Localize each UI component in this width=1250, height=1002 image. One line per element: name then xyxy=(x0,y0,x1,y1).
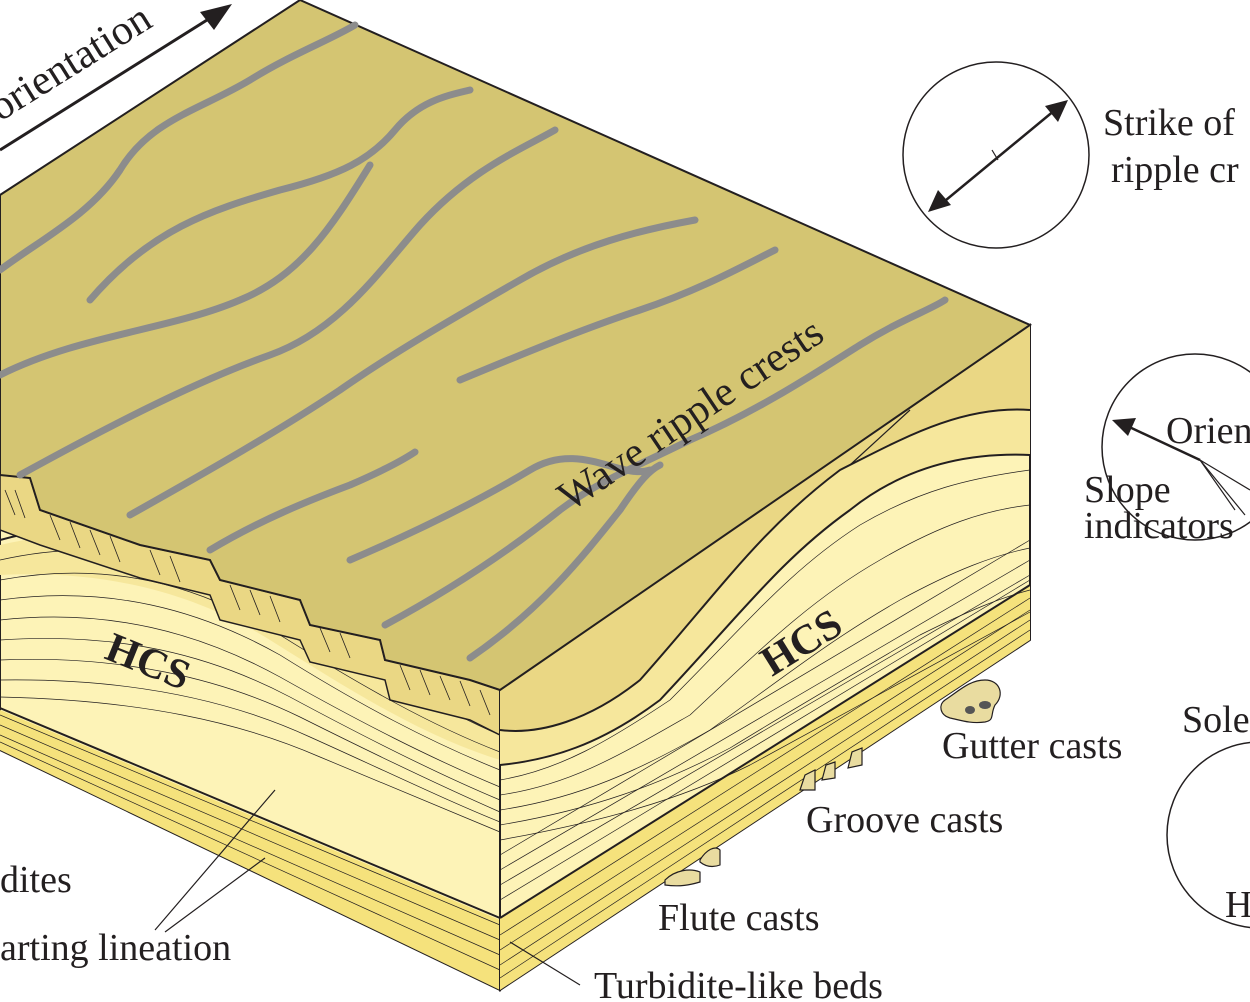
gutter-cast-shape xyxy=(940,679,1001,724)
indicators-label: indicators xyxy=(1084,505,1234,547)
slope-arrowhead xyxy=(1112,418,1136,436)
slope-circle-group: Orien Slope indicators xyxy=(1084,353,1250,547)
parting-lineation-label: arting lineation xyxy=(0,927,231,969)
upper-dark-band-right xyxy=(500,325,1030,731)
top-surface xyxy=(0,0,1033,692)
slope-ray-2 xyxy=(1199,459,1246,516)
orientation-arrowhead xyxy=(200,4,232,30)
leader-lines xyxy=(154,789,581,986)
leader-parting-1 xyxy=(154,789,276,931)
sole-circle-group: Sole H xyxy=(1166,699,1250,929)
orient-label: Orien xyxy=(1166,410,1250,452)
turbidite-band-right xyxy=(500,585,1030,990)
strike-tick xyxy=(991,149,999,161)
upper-light-band-right xyxy=(500,409,1030,765)
sole-label: Sole xyxy=(1182,699,1250,741)
front-left-face xyxy=(0,468,501,992)
slope-arrow-line xyxy=(1124,423,1201,462)
wave-ripple-crest-lines xyxy=(0,21,949,662)
front-right-face xyxy=(499,323,1031,992)
slope-circle xyxy=(1101,353,1250,541)
top-surface-fill xyxy=(0,0,1033,692)
leader-parting-2 xyxy=(164,857,266,933)
gutter-casts-label: Gutter casts xyxy=(942,725,1122,767)
turbidite-like-beds-label: Turbidite-like beds xyxy=(594,965,883,1002)
turbidite-top-left xyxy=(0,707,501,919)
hummock-layer xyxy=(0,535,500,760)
strike-circle xyxy=(902,61,1090,249)
lamination-lines-right xyxy=(499,469,1031,979)
gutter-cast-hole-1 xyxy=(965,706,975,714)
h-label: H xyxy=(1225,884,1250,926)
strike-arrow-line xyxy=(939,109,1056,206)
slope-ray-3 xyxy=(1199,459,1236,511)
strike-label: Strike of xyxy=(1103,102,1235,144)
ripple-crests-label: ripple cr xyxy=(1111,149,1239,191)
groove-cast-3 xyxy=(847,747,863,769)
groove-casts-label: Groove casts xyxy=(806,799,1003,841)
hummock-boundary-right-2 xyxy=(499,453,1031,766)
flute-casts-label: Flute casts xyxy=(658,897,819,939)
strike-arrowhead-sw xyxy=(928,190,951,212)
sole-marks xyxy=(664,679,1001,887)
dites-label: dites xyxy=(0,859,72,901)
sole-circle xyxy=(1166,741,1250,929)
ripple-lamina-hatching xyxy=(4,489,491,716)
turbidite-top-right xyxy=(499,584,1031,919)
gutter-cast-hole-2 xyxy=(979,701,991,709)
turbidite-band-left xyxy=(0,710,500,990)
flute-cast-2 xyxy=(699,847,721,868)
hummock-boundary-right xyxy=(499,408,1031,732)
strike-circle-group: Strike of ripple cr xyxy=(902,61,1239,249)
surface-edge-line xyxy=(849,409,911,466)
leader-turbidite xyxy=(509,941,581,986)
orientation-arrow-shaft xyxy=(0,13,216,152)
groove-cast-1 xyxy=(799,769,816,791)
flute-cast-1 xyxy=(664,869,701,887)
strike-arrowhead-ne xyxy=(1045,100,1068,122)
slope-label: Slope xyxy=(1084,469,1171,511)
lamination-lines-left xyxy=(0,549,501,971)
groove-cast-2 xyxy=(821,761,836,781)
slope-ray-1 xyxy=(1199,459,1250,491)
